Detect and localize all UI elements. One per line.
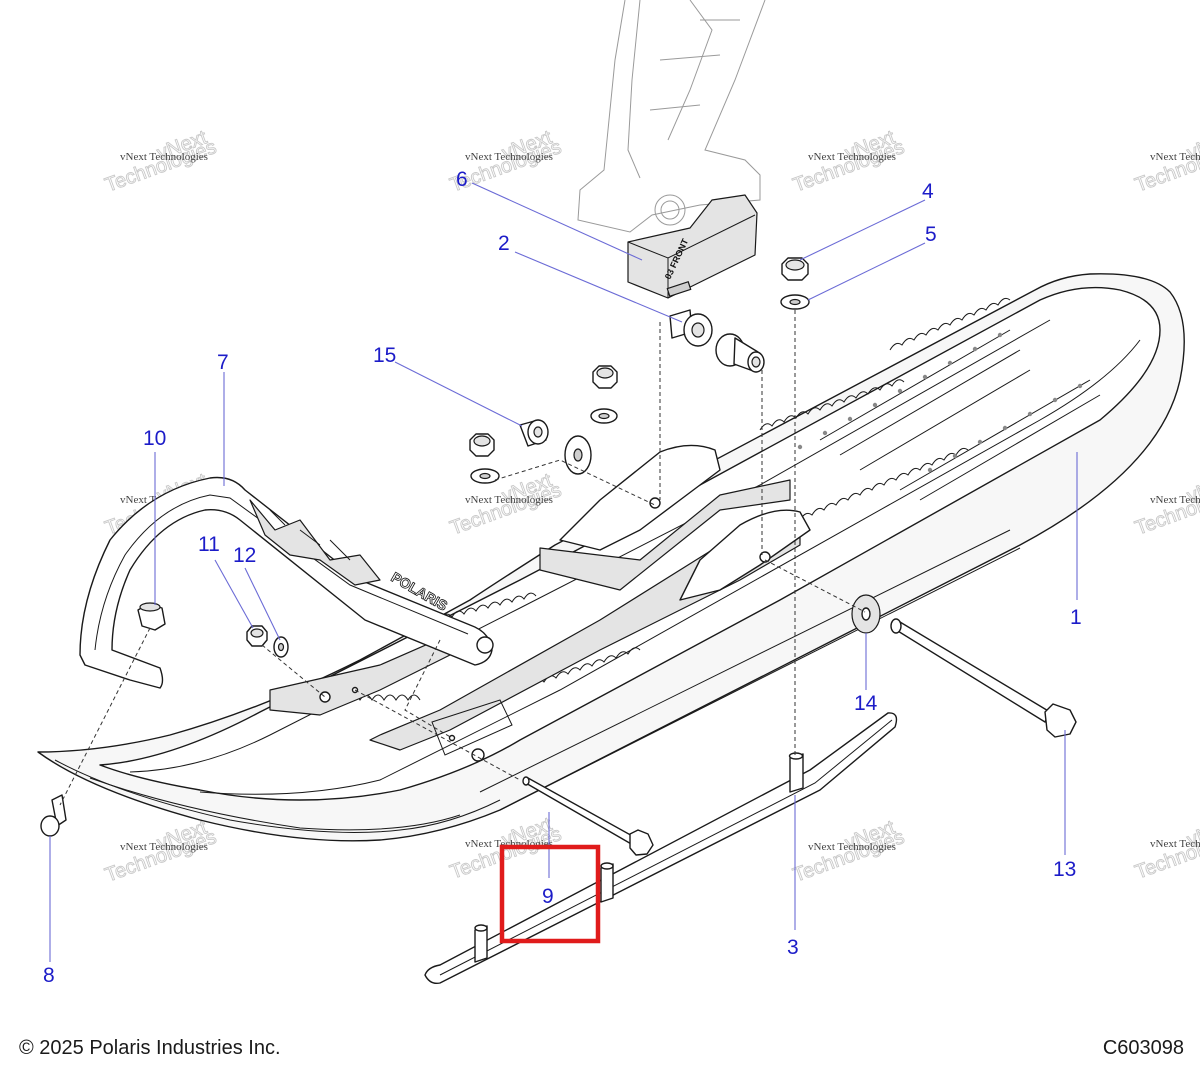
svg-text:vNext Technologies: vNext Technologies: [120, 151, 208, 163]
callout-12: 12: [233, 544, 256, 567]
watermark: Technologies vNext vNext Technologies: [790, 816, 908, 887]
watermark: Technologies vNext vNext Technologies: [102, 816, 220, 887]
watermark: Technologies vNext vNext Technologies: [790, 126, 908, 197]
callout-3: 3: [787, 936, 799, 959]
bushing-left: [669, 309, 713, 347]
callout-1: 1: [1070, 606, 1082, 629]
callout-4: 4: [922, 180, 934, 203]
callout-labels: 1 2 3 4 5 6 7 8 9 10 11 12 13 14 15: [43, 168, 1082, 987]
bushing-15: [519, 419, 549, 447]
leader-lines: [49, 182, 1078, 962]
assembly-lines: [59, 310, 866, 806]
callout-6: 6: [456, 168, 468, 191]
ski-body: [37, 273, 1185, 842]
bolt-9: [522, 776, 654, 856]
ski-skag-wear-bar: [424, 712, 898, 985]
washer-upper: [590, 408, 618, 424]
svg-text:vNext Technologies: vNext Technologies: [808, 841, 896, 853]
watermark: Technologies vNext vNext Technologies: [1132, 126, 1200, 197]
callout-2: 2: [498, 232, 510, 255]
watermark: Technologies vNext vNext Technologies: [102, 126, 220, 197]
bushing-right: [715, 333, 765, 373]
washer-12: [273, 636, 289, 658]
callout-5: 5: [925, 223, 937, 246]
svg-text:vNext Technologies: vNext Technologies: [1150, 838, 1200, 850]
washer-5: [780, 294, 810, 310]
svg-text:vNext Technologies: vNext Technologies: [120, 841, 208, 853]
nut-4: [781, 257, 809, 281]
callout-7: 7: [217, 351, 229, 374]
highlight-box: [499, 844, 601, 944]
exploded-parts-diagram: Technologies vNext vNext Technologies Te…: [37, 0, 1200, 987]
large-washer: [564, 435, 592, 475]
washer-left: [470, 468, 500, 484]
washer-14: [851, 594, 881, 634]
svg-text:vNext Technologies: vNext Technologies: [1150, 151, 1200, 163]
callout-11: 11: [198, 533, 220, 556]
drawing-code: C603098: [1102, 1037, 1184, 1059]
spindle-background: [577, 0, 766, 233]
nut-upper: [592, 365, 618, 389]
callout-8: 8: [43, 964, 55, 987]
nut-left: [469, 433, 495, 457]
copyright-notice: © 2025 Polaris Industries Inc.: [19, 1037, 281, 1059]
svg-text:vNext Technologies: vNext Technologies: [465, 494, 553, 506]
svg-text:vNext Technologies: vNext Technologies: [808, 151, 896, 163]
callout-15: 15: [373, 344, 396, 367]
callout-14: 14: [854, 692, 878, 715]
bolt-13: [890, 618, 1077, 738]
watermark: Technologies vNext vNext Technologies: [1132, 813, 1200, 884]
callout-13: 13: [1053, 858, 1076, 881]
callout-9: 9: [542, 885, 554, 908]
svg-text:vNext Technologies: vNext Technologies: [1150, 494, 1200, 506]
rivet-pattern: [797, 332, 1083, 473]
nut-11: [246, 625, 268, 647]
cap-10: [137, 602, 166, 631]
callout-10: 10: [143, 427, 166, 450]
svg-text:vNext Technologies: vNext Technologies: [465, 151, 553, 163]
watermark: Technologies vNext vNext Technologies: [1132, 469, 1200, 540]
ski-saddle: 03 FRONT: [627, 194, 758, 299]
rivet-8: [40, 794, 67, 837]
watermark: Technologies vNext vNext Technologies: [447, 469, 565, 540]
